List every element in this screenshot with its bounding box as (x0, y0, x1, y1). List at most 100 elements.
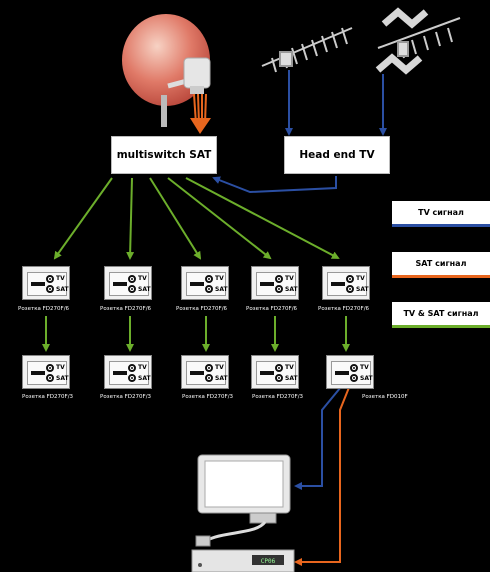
socket-tv-label: TV (285, 275, 294, 282)
tv-port-icon (275, 275, 283, 283)
tv-port-icon (46, 275, 54, 283)
socket-caption: Розетка FD270F/6 (246, 306, 298, 312)
headend-box: Head end TV (284, 136, 390, 174)
socket-plate: TV SAT (27, 272, 69, 296)
headend-label: Head end TV (299, 149, 375, 161)
legend-sat-label: SAT сигнал (415, 259, 467, 268)
socket-bar-icon (113, 371, 127, 375)
wall-socket: TV SAT (322, 266, 370, 300)
socket-tv-label: TV (215, 364, 224, 371)
socket-bar-icon (260, 282, 274, 286)
wall-socket: TV SAT (104, 266, 152, 300)
socket-sat-label: SAT (360, 375, 373, 382)
tvsat-distribution-lines (53, 177, 340, 260)
tv-monitor-icon (197, 454, 291, 524)
sat-port-icon (205, 374, 213, 382)
socket-tv-label: TV (356, 275, 365, 282)
wall-socket: TV SAT (22, 266, 70, 300)
tv-port-icon (205, 364, 213, 372)
socket-sat-label: SAT (215, 286, 228, 293)
tvsat-loop-lines (42, 316, 350, 352)
sat-port-icon (205, 285, 213, 293)
satellite-dish-icon (122, 14, 211, 127)
socket-plate: TV SAT (186, 361, 228, 385)
socket-bar-icon (260, 371, 274, 375)
socket-caption: Розетка FD270F/6 (100, 306, 152, 312)
socket-caption: Розетка FD010F (362, 394, 408, 400)
socket-bar-icon (31, 282, 45, 286)
sat-line-to-receiver (294, 379, 353, 566)
wall-socket: TV SAT (104, 355, 152, 389)
scart-plug-icon (195, 535, 211, 547)
tv-port-icon (350, 364, 358, 372)
wall-socket: TV SAT (251, 355, 299, 389)
socket-bar-icon (113, 282, 127, 286)
antenna-left-icon (261, 27, 353, 73)
tv-line-to-monitor (294, 375, 351, 490)
wall-socket: TV SAT (326, 355, 374, 389)
socket-plate: TV SAT (109, 272, 151, 296)
socket-tv-label: TV (56, 364, 65, 371)
socket-bar-icon (335, 371, 349, 375)
sat-port-icon (346, 285, 354, 293)
socket-sat-label: SAT (138, 375, 151, 382)
tv-port-icon (128, 275, 136, 283)
sat-port-icon (275, 285, 283, 293)
tv-port-icon (46, 364, 54, 372)
sat-port-icon (350, 374, 358, 382)
tv-port-icon (346, 275, 354, 283)
sat-port-icon (46, 285, 54, 293)
sat-arrowhead (190, 118, 211, 134)
tv-line-headend-to-multiswitch (212, 176, 337, 194)
socket-sat-label: SAT (138, 286, 151, 293)
socket-plate: TV SAT (256, 361, 298, 385)
socket-sat-label: SAT (285, 375, 298, 382)
socket-plate: TV SAT (109, 361, 151, 385)
legend-tvsat: TV & SAT сигнал (392, 302, 490, 328)
socket-sat-label: SAT (215, 375, 228, 382)
socket-caption: Розетка FD270F/6 (18, 306, 70, 312)
wall-socket: TV SAT (22, 355, 70, 389)
legend-sat: SAT сигнал (392, 252, 490, 278)
sat-port-icon (128, 374, 136, 382)
socket-tv-label: TV (215, 275, 224, 282)
tv-port-icon (128, 364, 136, 372)
tv-port-icon (205, 275, 213, 283)
sat-port-icon (275, 374, 283, 382)
socket-tv-label: TV (138, 364, 147, 371)
tv-port-icon (275, 364, 283, 372)
legend-tvsat-label: TV & SAT сигнал (403, 309, 479, 318)
socket-bar-icon (331, 282, 345, 286)
receiver-display-text: CP06 (261, 558, 276, 565)
antenna-right-icon (375, 7, 461, 75)
socket-plate: TV SAT (27, 361, 69, 385)
sat-port-icon (46, 374, 54, 382)
socket-caption: Розетка FD270F/3 (22, 394, 74, 400)
socket-bar-icon (31, 371, 45, 375)
socket-sat-label: SAT (56, 375, 69, 382)
socket-sat-label: SAT (56, 286, 69, 293)
socket-tv-label: TV (56, 275, 65, 282)
socket-caption: Розетка FD270F/3 (100, 394, 152, 400)
legend-tv-label: TV сигнал (418, 208, 464, 217)
socket-plate: TV SAT (327, 272, 369, 296)
socket-tv-label: TV (285, 364, 294, 371)
sat-receiver-icon: CP06 (191, 549, 295, 572)
wall-socket: TV SAT (181, 266, 229, 300)
socket-tv-label: TV (138, 275, 147, 282)
sat-port-icon (128, 285, 136, 293)
socket-plate: TV SAT (331, 361, 373, 385)
socket-bar-icon (190, 282, 204, 286)
socket-caption: Розетка FD270F/6 (176, 306, 228, 312)
multiswitch-box: multiswitch SAT (111, 136, 217, 174)
legend-tv: TV сигнал (392, 201, 490, 227)
socket-tv-label: TV (360, 364, 369, 371)
multiswitch-label: multiswitch SAT (116, 149, 212, 161)
wall-socket: TV SAT (181, 355, 229, 389)
socket-plate: TV SAT (186, 272, 228, 296)
socket-sat-label: SAT (356, 286, 369, 293)
socket-caption: Розетка FD270F/3 (252, 394, 304, 400)
